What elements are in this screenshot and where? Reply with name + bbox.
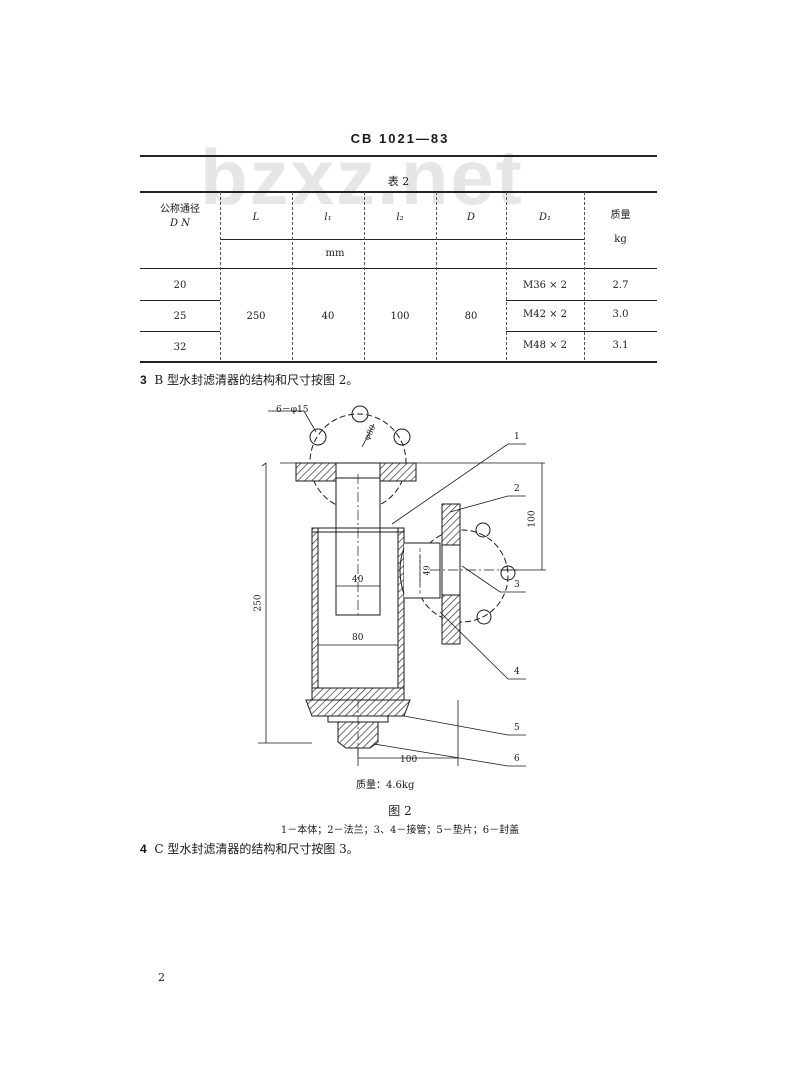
- col-divider: [220, 192, 221, 360]
- bolt-hole: [500, 565, 516, 581]
- clause-3-number: 3: [140, 373, 147, 387]
- table-header-rule: [140, 191, 657, 193]
- figure-2-drawing: [258, 405, 546, 767]
- header-dim-unit: mm: [325, 248, 345, 259]
- header-l2: l₂: [396, 212, 404, 223]
- header-mass-unit: kg: [614, 234, 627, 245]
- table-row-mass: 2.7: [612, 280, 629, 291]
- callout-3: 3: [514, 580, 520, 590]
- hole-count-label: 6－φ15: [276, 405, 309, 415]
- clause-4: 4 C 型水封滤清器的结构和尺寸按图 3。: [140, 840, 359, 857]
- col-divider: [292, 192, 293, 360]
- clause-3: 3 B 型水封滤清器的结构和尺寸按图 2。: [140, 371, 358, 388]
- merged-D: 80: [464, 311, 478, 322]
- table-row-mass: 3.0: [612, 309, 629, 320]
- clause-3-text: B 型水封滤清器的结构和尺寸按图 2。: [154, 373, 359, 387]
- col-divider: [584, 192, 585, 360]
- body-wall-left: [311, 527, 319, 689]
- col-divider: [436, 192, 437, 360]
- table-row-dn: 32: [173, 342, 187, 353]
- watermark: bzxz.net: [200, 133, 524, 221]
- bolt-hole: [309, 428, 327, 446]
- dim-250-label: 250: [253, 594, 264, 612]
- callout-4: 4: [514, 667, 520, 677]
- header-l1: l₁: [324, 212, 332, 223]
- table-row-mass: 3.1: [612, 340, 629, 351]
- clause-4-number: 4: [140, 842, 147, 856]
- dim-100-bottom-label: 100: [400, 755, 418, 765]
- table-row-dn: 20: [173, 280, 187, 291]
- dim-40-label: 40: [352, 575, 364, 585]
- table-row-d1: M48 × 2: [522, 340, 568, 351]
- header-D: D: [466, 212, 476, 223]
- standard-code: CB 1021—83: [350, 131, 450, 146]
- table-caption: 表 2: [387, 175, 410, 188]
- dim-80-label: 80: [352, 633, 364, 643]
- callout-1: 1: [514, 432, 520, 442]
- dim-49-label: 49: [422, 565, 432, 576]
- header-D1: D₁: [538, 212, 552, 223]
- callout-6: 6: [514, 754, 520, 764]
- merged-l2: 100: [390, 311, 410, 322]
- thread-ring: [311, 687, 405, 701]
- figure-legend: 1－本体；2－法兰；3、4－接管；5－垫片；6－封盖: [280, 825, 520, 836]
- merged-L: 250: [246, 311, 266, 322]
- table-bottom-rule: [140, 361, 657, 363]
- table-row-dn: 25: [173, 311, 187, 322]
- unit-rule: [220, 239, 584, 240]
- mass-note: 质量：4.6kg: [356, 780, 415, 791]
- row-rule: [140, 300, 220, 301]
- header-dn-symbol: D N: [170, 218, 190, 229]
- col-divider: [364, 192, 365, 360]
- dim-100-right-label: 100: [527, 510, 538, 528]
- table-top-rule: [140, 155, 657, 157]
- merged-l1: 40: [321, 311, 335, 322]
- header-L: L: [252, 212, 260, 223]
- callout-2: 2: [514, 484, 520, 494]
- header-bottom-rule: [140, 268, 657, 269]
- bolt-hole: [351, 405, 369, 423]
- page-number: 2: [158, 971, 165, 984]
- table-row-d1: M42 × 2: [522, 309, 568, 320]
- row-rule: [506, 300, 657, 301]
- row-rule: [506, 331, 657, 332]
- table-row-d1: M36 × 2: [522, 280, 568, 291]
- callout-5: 5: [514, 723, 520, 733]
- figure-caption: 图 2: [388, 804, 412, 818]
- header-dn: 公称通径: [160, 204, 200, 215]
- bolt-hole: [475, 522, 491, 538]
- bolt-hole: [476, 609, 492, 625]
- header-mass: 质量: [610, 210, 631, 221]
- bolt-hole: [393, 428, 411, 446]
- clause-4-text: C 型水封滤清器的结构和尺寸按图 3。: [154, 842, 359, 856]
- row-rule: [140, 331, 220, 332]
- col-divider: [506, 192, 507, 360]
